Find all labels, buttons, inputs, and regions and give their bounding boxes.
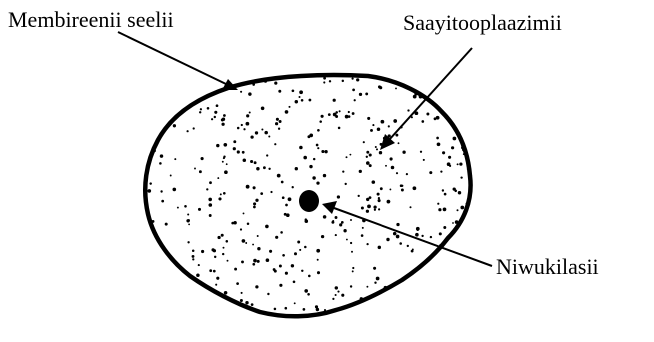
membrane-pointer-line (118, 32, 226, 84)
cytoplasm-label: Saayitooplaazimii (403, 10, 562, 35)
nucleus (299, 190, 319, 212)
nucleus-label: Niwukilasii (496, 254, 599, 279)
membrane-label: Membireenii seelii (8, 7, 174, 32)
